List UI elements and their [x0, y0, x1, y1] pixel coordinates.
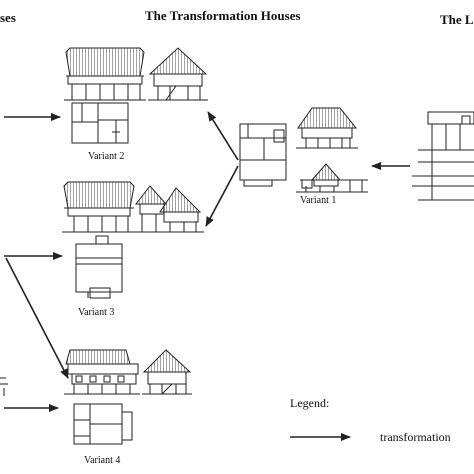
right-partial-heading: The L: [440, 12, 474, 27]
legend-title: Legend:: [290, 396, 330, 410]
variant-1-side-elevation: [296, 163, 368, 193]
left-partial-heading: ses: [0, 10, 16, 25]
variant-1-front-elevation: [296, 107, 358, 149]
variant-3-floor-plan: [75, 235, 123, 299]
legend-arrow-label: transformation: [380, 430, 451, 444]
left-house-fragments-cropped: [0, 377, 8, 396]
variant-3-front-elevation: [62, 181, 136, 233]
arrow-to-variant-4: [5, 257, 69, 379]
variant-4-label: Variant 4: [84, 455, 121, 466]
variant-3-side-elevation: [134, 185, 204, 233]
variant-2-side-elevation: [148, 47, 208, 101]
diagram-title: The Transformation Houses: [145, 8, 301, 23]
variant-1-floor-plan: [239, 123, 287, 187]
variant-1-label: Variant 1: [300, 195, 337, 206]
arrow-variant-1-to-2: [207, 111, 239, 161]
variant-4-front-elevation: [64, 349, 140, 395]
arrow-variant-1-to-3: [205, 165, 239, 227]
variant-2-front-elevation: [64, 47, 146, 101]
variant-3-label: Variant 3: [78, 307, 115, 318]
variant-2-floor-plan: [71, 102, 129, 144]
variant-4-side-elevation: [142, 349, 192, 395]
variant-4-floor-plan: [73, 403, 133, 445]
variant-2-label: Variant 2: [88, 151, 125, 162]
original-house-drawing-cropped: [412, 111, 474, 201]
